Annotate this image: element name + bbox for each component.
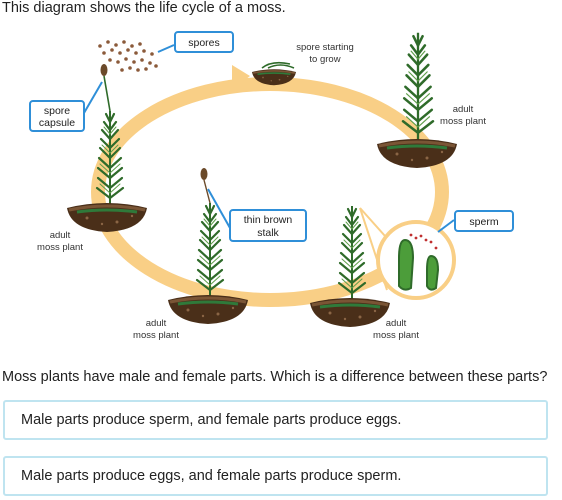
svg-text:moss plant: moss plant xyxy=(133,330,179,341)
spores-callout: spores xyxy=(174,31,234,53)
adult-moss-label-bottom-center: adult moss plant xyxy=(133,318,179,341)
svg-text:adult: adult xyxy=(146,318,167,329)
intro-text: This diagram shows the life cycle of a m… xyxy=(2,0,286,16)
bottom-right-moss-plant xyxy=(337,204,367,303)
answer-choice-1[interactable]: Male parts produce sperm, and female par… xyxy=(3,400,548,440)
svg-text:adult: adult xyxy=(453,104,474,115)
sprout xyxy=(261,61,295,69)
adult-moss-label-top-right: adult moss plant xyxy=(440,104,486,127)
top-right-soil-bowl xyxy=(375,137,459,170)
svg-text:to grow: to grow xyxy=(309,54,340,65)
svg-text:moss plant: moss plant xyxy=(37,242,83,253)
svg-text:spore: spore xyxy=(44,105,70,117)
center-moss-plant xyxy=(195,168,225,300)
question-text: Moss plants have male and female parts. … xyxy=(2,369,548,385)
spore-capsule-callout: spore capsule xyxy=(29,100,85,132)
moss-life-cycle-diagram: spores spore capsule thin brown stalk sp… xyxy=(29,31,514,341)
svg-text:adult: adult xyxy=(50,230,71,241)
thin-stalk-callout: thin brown stalk xyxy=(229,209,307,242)
svg-text:moss plant: moss plant xyxy=(373,330,419,341)
adult-moss-label-left: adult moss plant xyxy=(37,230,83,253)
answer-choice-1-label: Male parts produce sperm, and female par… xyxy=(21,412,402,428)
spores-cluster xyxy=(98,40,158,72)
answer-choice-2-label: Male parts produce eggs, and female part… xyxy=(21,468,402,484)
top-right-moss-plant xyxy=(401,31,435,144)
adult-moss-label-bottom-right: adult moss plant xyxy=(373,318,419,341)
svg-text:capsule: capsule xyxy=(39,117,75,129)
center-soil-bowl xyxy=(166,293,250,326)
svg-text:adult: adult xyxy=(386,318,407,329)
sperm-zoom-circle xyxy=(376,220,456,300)
cycle-arrowhead xyxy=(232,65,250,90)
answer-choice-2[interactable]: Male parts produce eggs, and female part… xyxy=(3,456,548,496)
svg-text:moss plant: moss plant xyxy=(440,116,486,127)
svg-text:stalk: stalk xyxy=(257,227,279,239)
left-moss-plant xyxy=(95,64,125,208)
left-soil-bowl xyxy=(65,201,149,234)
svg-text:thin brown: thin brown xyxy=(244,214,293,226)
spore-growing-label: spore starting to grow xyxy=(296,42,354,65)
svg-text:spore starting: spore starting xyxy=(296,42,354,53)
sperm-callout: sperm xyxy=(454,210,514,232)
bottom-right-soil-bowl xyxy=(308,296,392,329)
svg-text:spores: spores xyxy=(188,37,220,49)
sperm-cells xyxy=(409,233,438,250)
svg-text:sperm: sperm xyxy=(469,216,498,228)
